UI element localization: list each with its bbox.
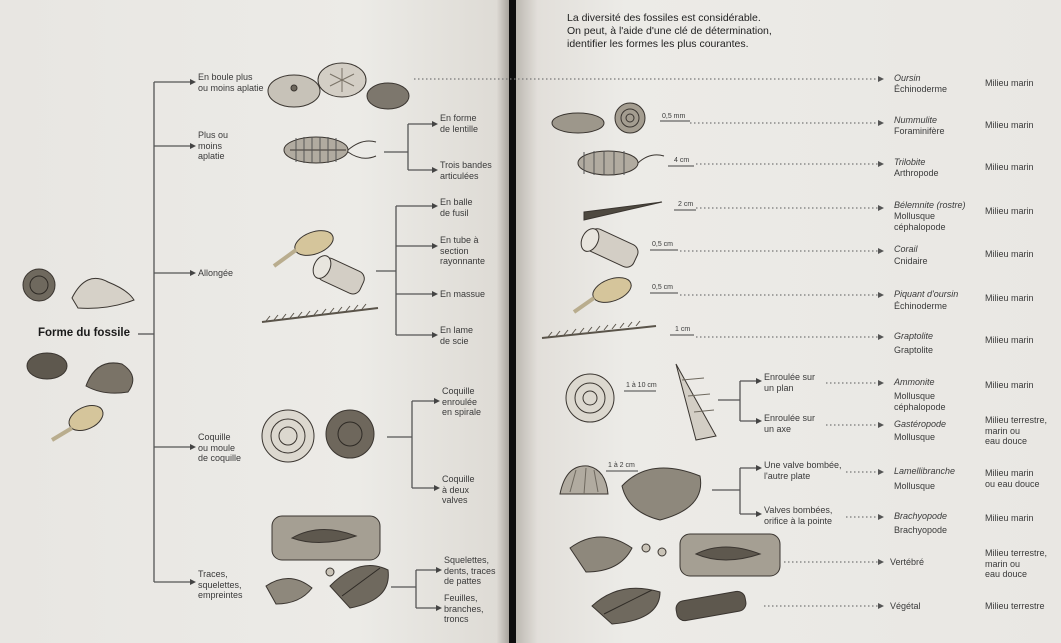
root-fossil-drawings: [23, 269, 134, 440]
result-group-ammonite: Mollusque céphalopode: [894, 391, 946, 412]
scale-label-corail: 0,5 cm: [652, 240, 673, 251]
scale-label-ammonite: 1 à 10 cm: [626, 381, 657, 392]
result-name-corail: Corail: [894, 244, 918, 255]
sub-lame: En lame de scie: [440, 325, 473, 346]
sub-tree-connectors: [376, 124, 436, 608]
sea-urchin-drawings: [268, 63, 409, 109]
result-name-lamellibranche: Lamellibranche: [894, 466, 955, 477]
result-name-belemnite: Bélemnite (rostre): [894, 200, 966, 211]
scale-label-graptolite: 1 cm: [675, 325, 690, 336]
sub-feuilles: Feuilles, branches, troncs: [444, 593, 484, 625]
vertebrate-prints-drawing: [570, 534, 780, 576]
urchin-spine-drawing: [574, 273, 635, 312]
result-group-gasteropode: Mollusque: [894, 432, 935, 443]
result-name-ammonite: Ammonite: [894, 377, 935, 388]
result-env-vertebre: Milieu terrestre, marin ou eau douce: [985, 548, 1047, 580]
result-name-trilobite: Trilobite: [894, 157, 925, 168]
result-env-nummulite: Milieu marin: [985, 120, 1034, 131]
graptolite-drawing: [262, 304, 378, 322]
result-group-trilobite: Arthropode: [894, 168, 939, 179]
scale-label-trilobite: 4 cm: [674, 156, 689, 167]
sub-balle: En balle de fusil: [440, 197, 473, 218]
intro-text: La diversité des fossiles est considérab…: [567, 12, 772, 51]
graptolite-right-drawing: [542, 321, 656, 338]
root-label: Forme du fossile: [38, 327, 130, 339]
right-sub-tree: [712, 381, 758, 514]
result-group-belemnite: Mollusque céphalopode: [894, 211, 946, 232]
result-group-graptolite: Graptolite: [894, 345, 933, 356]
sub-massue: En massue: [440, 289, 485, 300]
main-tree-connectors: [138, 82, 190, 582]
form-allongee: Allongée: [198, 268, 233, 279]
result-group-brachyopode: Brachyopode: [894, 525, 947, 536]
result-env-graptolite: Milieu marin: [985, 335, 1034, 346]
result-group-lamellibranche: Mollusque: [894, 481, 935, 492]
ammonite-drawing: [262, 410, 374, 462]
sub-tube: En tube à section rayonnante: [440, 235, 485, 267]
result-group-corail: Cnidaire: [894, 256, 928, 267]
belemnite-drawing: [584, 202, 662, 220]
result-name-vegetal: Végétal: [890, 601, 921, 612]
sub2-valves-bombees: Valves bombées, orifice à la pointe: [764, 505, 832, 526]
result-env-oursin: Milieu marin: [985, 78, 1034, 89]
result-env-vegetal: Milieu terrestre: [985, 601, 1045, 612]
sub2-plan: Enroulée sur un plan: [764, 372, 815, 393]
trilobite-right-drawing: [578, 151, 664, 175]
result-env-corail: Milieu marin: [985, 249, 1034, 260]
sub-trois-bandes: Trois bandes articulées: [440, 160, 492, 181]
coral-right-drawing: [578, 226, 641, 270]
result-name-piquant: Piquant d'oursin: [894, 289, 958, 300]
result-name-graptolite: Graptolite: [894, 331, 933, 342]
nummulite-drawing: [552, 103, 645, 133]
result-name-gasteropode: Gastéropode: [894, 419, 946, 430]
result-env-belemnite: Milieu marin: [985, 206, 1034, 217]
sub-lentille: En forme de lentille: [440, 113, 478, 134]
result-name-brachyopode: Brachyopode: [894, 511, 947, 522]
result-group-piquant: Échinoderme: [894, 301, 947, 312]
result-env-lamellibranche: Milieu marin ou eau douce: [985, 468, 1040, 489]
result-group-oursin: Échinoderme: [894, 84, 947, 95]
dotted-leaders: [414, 79, 878, 606]
result-env-trilobite: Milieu marin: [985, 162, 1034, 173]
sub-enroulee-spirale: Coquille enroulée en spirale: [442, 386, 481, 418]
result-env-gasteropode: Milieu terrestre, marin ou eau douce: [985, 415, 1047, 447]
coral-tube-drawing: [310, 253, 367, 297]
trilobite-drawing: [284, 137, 376, 163]
sub-squelettes: Squelettes, dents, traces de pattes: [444, 555, 496, 587]
result-name-vertebre: Vertébré: [890, 557, 924, 568]
sub-tree-arrows: [432, 121, 442, 611]
sub2-valve-bombee: Une valve bombée, l'autre plate: [764, 460, 842, 481]
scale-label-belemnite: 2 cm: [678, 200, 693, 211]
form-boule: En boule plus ou moins aplatie: [198, 72, 264, 93]
result-env-ammonite: Milieu marin: [985, 380, 1034, 391]
sub2-axe: Enroulée sur un axe: [764, 413, 815, 434]
scale-label-piquant: 0,5 cm: [652, 283, 673, 294]
scale-label-nummulite: 0,5 mm: [662, 112, 685, 123]
sub-deux-valves: Coquille à deux valves: [442, 474, 475, 506]
form-traces: Traces, squelettes, empreintes: [198, 569, 243, 601]
result-name-oursin: Oursin: [894, 73, 921, 84]
result-env-brachyopode: Milieu marin: [985, 513, 1034, 524]
result-env-piquant: Milieu marin: [985, 293, 1034, 304]
lamellibranch-drawing: [560, 466, 701, 520]
result-name-nummulite: Nummulite: [894, 115, 937, 126]
fish-and-print-drawings: [266, 516, 388, 608]
form-plus-aplatie: Plus ou moins aplatie: [198, 130, 228, 162]
result-group-nummulite: Foraminifère: [894, 126, 945, 137]
ammonite-right-drawing: [566, 374, 614, 422]
scale-label-lamellibranche: 1 à 2 cm: [608, 461, 635, 472]
result-arrowheads: [878, 76, 884, 609]
main-tree-arrows: [190, 79, 196, 585]
gastropod-drawing: [676, 364, 716, 440]
form-coquille: Coquille ou moule de coquille: [198, 432, 241, 464]
plant-drawing: [592, 588, 747, 624]
